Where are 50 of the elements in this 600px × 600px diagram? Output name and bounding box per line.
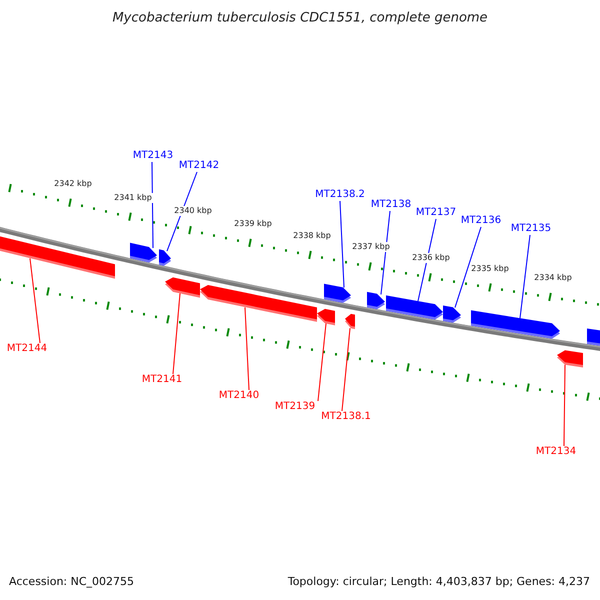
gene-label: MT2138 [370, 200, 412, 210]
footer-text: Accession: NC_002755 [9, 576, 134, 587]
gene-feature [345, 314, 355, 330]
gene-feature [317, 308, 335, 326]
leader-line [30, 258, 40, 344]
gene-label: MT2137 [416, 208, 456, 218]
scale-label: 2340 kbp [173, 206, 213, 216]
gene-label: MT2138.1 [321, 412, 371, 422]
gene-feature [587, 328, 600, 347]
gene-feature [200, 285, 317, 322]
gene-label: MT2144 [6, 344, 48, 354]
leader-line [418, 218, 436, 302]
gene-feature [159, 249, 171, 266]
leader-line [244, 306, 250, 390]
title: Mycobacterium tuberculosis CDC1551, complete genome [112, 12, 488, 24]
gene-feature [367, 292, 385, 310]
gene-label: MT2138.2 [315, 190, 365, 200]
scale-label: 2337 kbp [351, 242, 391, 252]
leader-line [152, 162, 154, 248]
scale-label: 2335 kbp [470, 264, 510, 274]
gene-label: MT2136 [460, 216, 502, 226]
gene-label: MT2143 [132, 151, 174, 161]
footer-text: Topology: circular; Length: 4,403,837 bp; Genes: 4,237 [288, 576, 590, 587]
gene-label: MT2134 [536, 447, 576, 457]
leader-line [166, 172, 198, 252]
gene-label: MT2139 [274, 402, 316, 412]
leader-line [380, 210, 390, 295]
leader-line [520, 234, 530, 319]
gene-feature [324, 284, 351, 303]
gene-label: MT2142 [178, 161, 220, 171]
leader-line [564, 364, 566, 446]
leader-line [172, 292, 180, 374]
scale-label: 2338 kbp [292, 231, 332, 241]
gene-feature [557, 350, 583, 368]
gene-feature [165, 277, 200, 298]
gene-feature [443, 306, 461, 323]
leader-line [340, 200, 344, 288]
gene-label: MT2141 [142, 375, 182, 385]
gene-feature [130, 242, 157, 263]
gene-label: MT2140 [218, 391, 260, 401]
gene-feature [471, 310, 560, 339]
scale-label: 2336 kbp [411, 253, 451, 263]
scale-label: 2339 kbp [233, 219, 273, 229]
gene-label: MT2135 [510, 224, 552, 234]
scale-label: 2334 kbp [533, 273, 573, 283]
leader-line [318, 323, 326, 402]
leader-line [342, 328, 350, 412]
scale-label: 2341 kbp [113, 193, 153, 203]
leader-line [454, 226, 482, 308]
scale-label: 2342 kbp [53, 179, 93, 189]
